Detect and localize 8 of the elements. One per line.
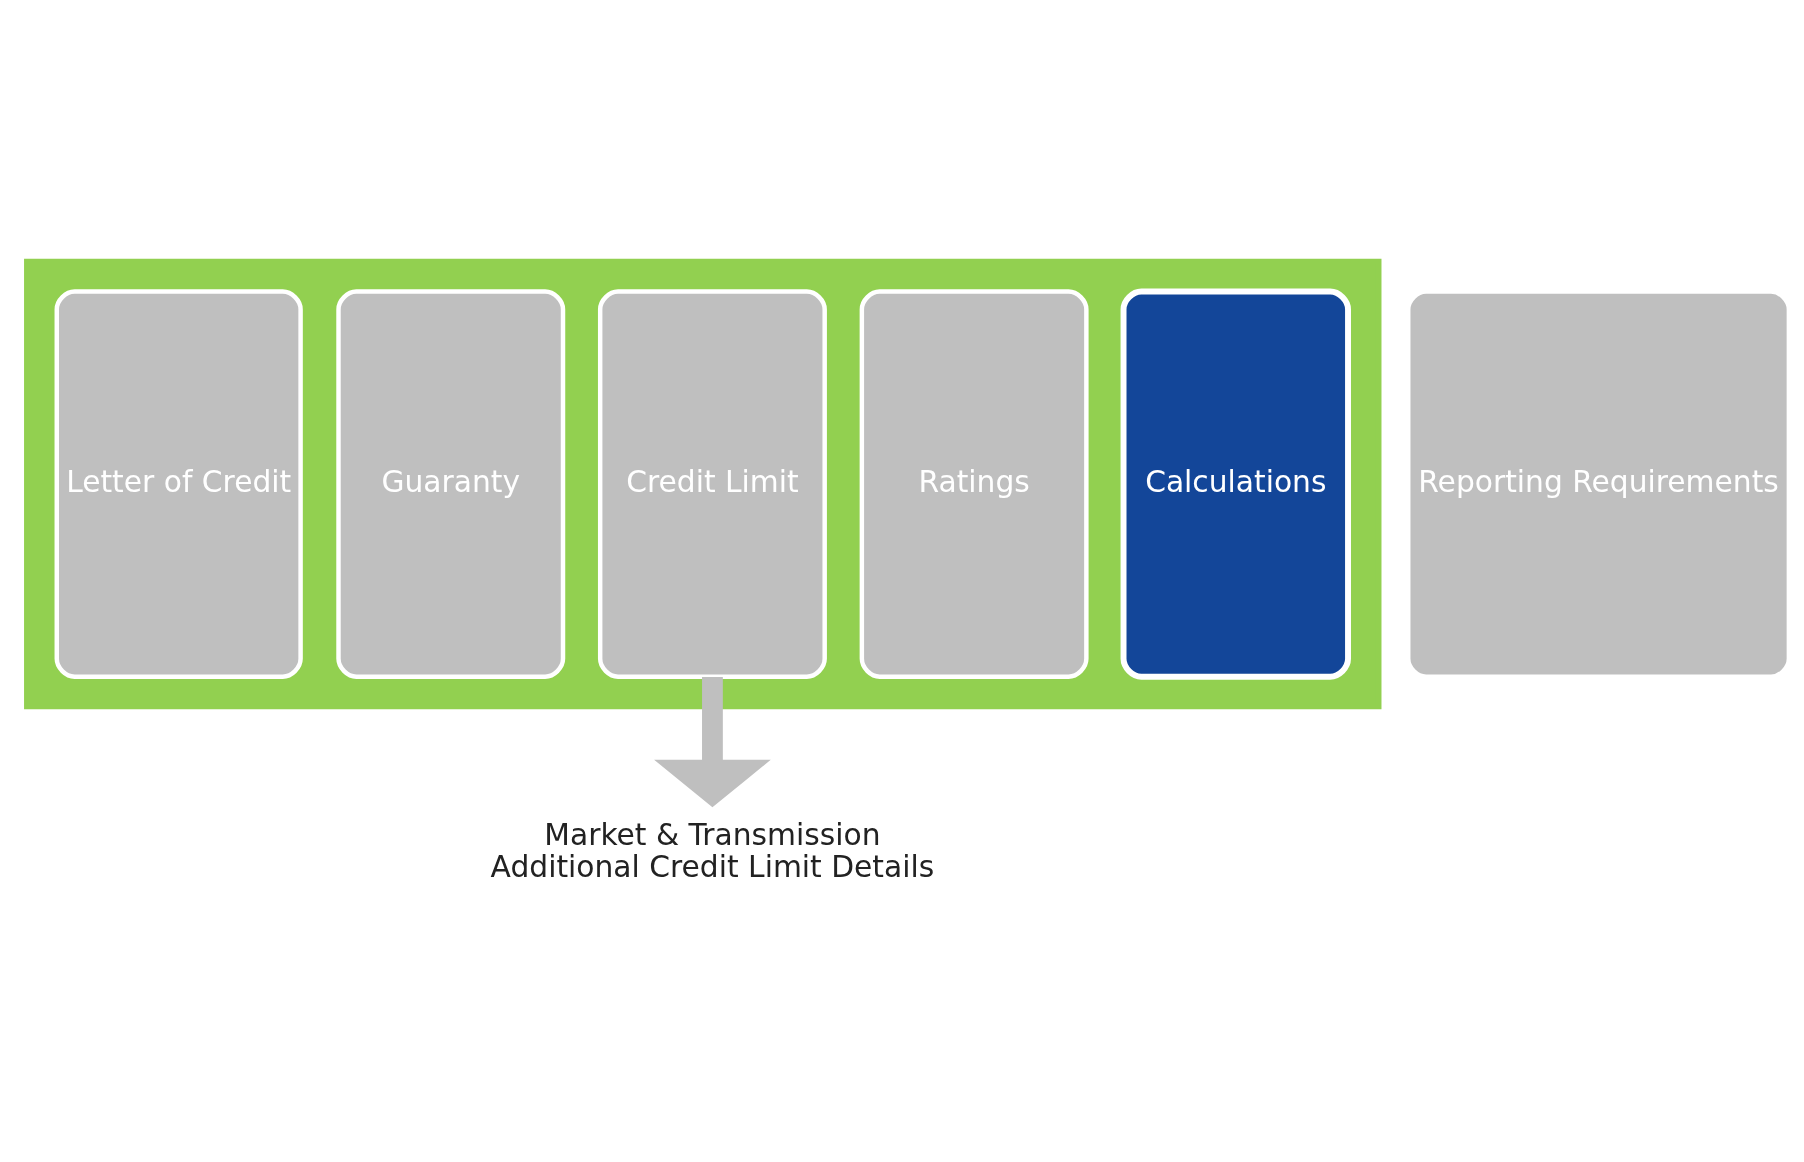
node-box: Letter of Credit — [54, 288, 303, 679]
node-box: Credit Limit — [597, 288, 827, 679]
arrow — [654, 676, 771, 807]
node-box: Guaranty — [336, 288, 566, 679]
node-box: Calculations — [1120, 288, 1351, 680]
node-text: Market & Transmission Additional Credit Limit Details — [490, 816, 935, 884]
node-box: Ratings — [859, 288, 1089, 679]
cluster — [24, 258, 1382, 709]
